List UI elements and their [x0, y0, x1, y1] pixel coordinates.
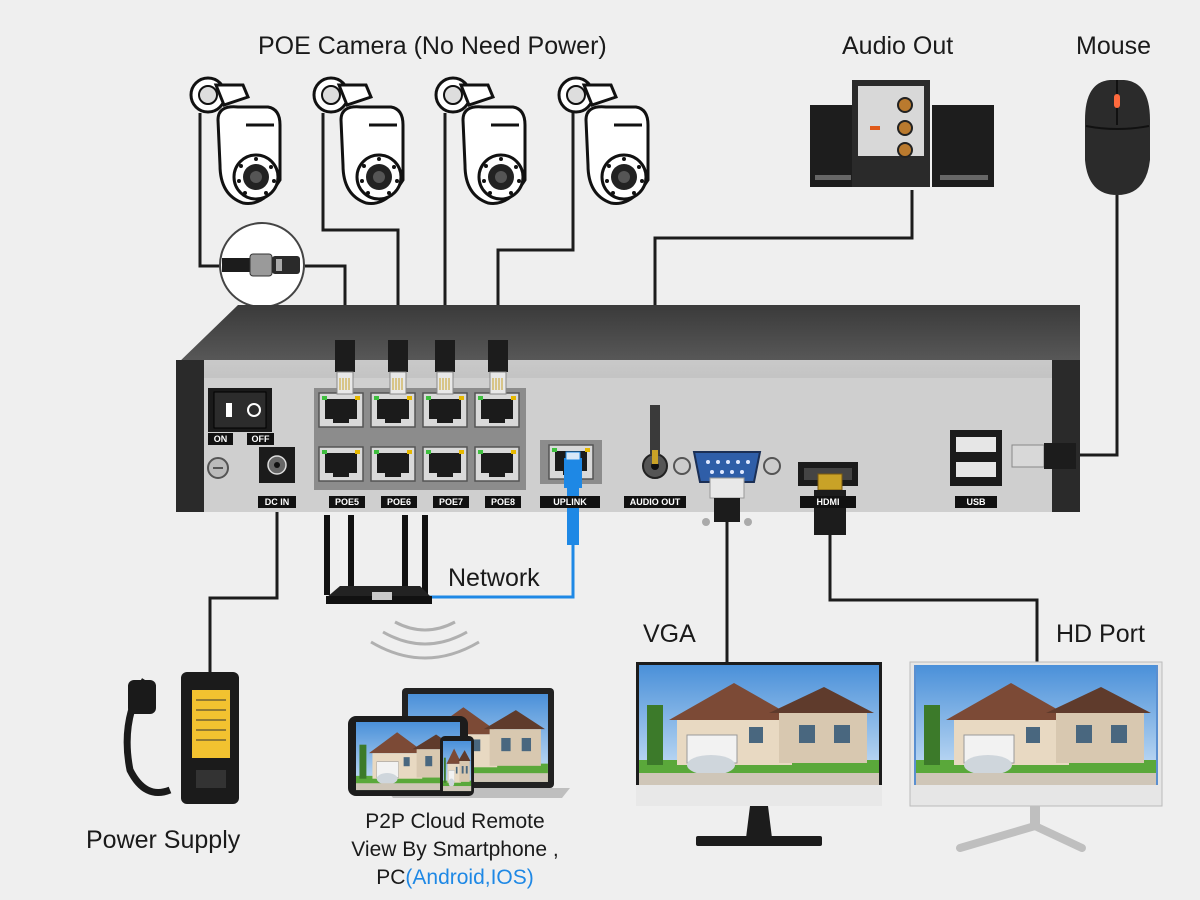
wifi-signal-icon	[370, 620, 480, 660]
ground-screw-icon	[207, 457, 229, 479]
p2p-line-1: P2P Cloud Remote	[365, 810, 545, 833]
poe-camera-label: POE Camera (No Need Power)	[258, 32, 607, 60]
poe-port-1	[318, 392, 364, 428]
vga-monitor-icon	[636, 662, 882, 846]
poe-port-block	[314, 388, 526, 490]
nvr-device	[176, 305, 1080, 512]
hd-port-label: HD Port	[1056, 620, 1145, 648]
hd-monitor-icon	[909, 661, 1163, 852]
smartphone-icon	[440, 736, 474, 796]
vga-port-icon	[673, 451, 781, 483]
label-poe6: POE6	[387, 497, 411, 507]
label-on: ON	[214, 434, 228, 444]
network-label: Network	[448, 564, 540, 592]
mouse-label: Mouse	[1076, 32, 1152, 60]
label-off: OFF	[252, 434, 270, 444]
label-uplink: UPLINK	[553, 497, 587, 507]
poe-port-3	[422, 392, 468, 428]
poe-camera-3	[434, 76, 527, 206]
p2p-line-3: PC(Android,IOS)	[330, 864, 580, 892]
mouse-icon	[1085, 80, 1150, 195]
mouse-cable	[1075, 195, 1119, 457]
speaker-icon	[810, 80, 994, 187]
poe-camera-2	[312, 76, 405, 206]
audio-out-label: Audio Out	[842, 32, 954, 60]
poe-port-5	[318, 446, 364, 482]
vga-plug-icon	[702, 477, 752, 526]
connector-zoom-icon	[219, 222, 305, 308]
poe-port-7	[422, 446, 468, 482]
p2p-label: P2P Cloud Remote View By Smartphone , PC…	[330, 808, 580, 892]
power-switch-icon	[208, 388, 272, 432]
label-audio-out: AUDIO OUT	[630, 497, 681, 507]
label-usb: USB	[966, 497, 986, 507]
p2p-line-2: View By Smartphone ,	[351, 838, 559, 861]
poe-port-4	[474, 392, 520, 428]
label-hdmi: HDMI	[817, 497, 840, 507]
dc-input-port-icon	[259, 447, 295, 483]
label-poe5: POE5	[335, 497, 359, 507]
usb-port-icon	[950, 430, 1002, 486]
network-cable	[415, 545, 575, 599]
power-adapter-icon	[123, 672, 239, 804]
label-poe7: POE7	[439, 497, 463, 507]
vga-label: VGA	[643, 620, 696, 648]
p2p-pc: PC	[376, 866, 406, 889]
label-dc: DC IN	[265, 497, 290, 507]
poe-port-2	[370, 392, 416, 428]
label-poe8: POE8	[491, 497, 515, 507]
port-labels: ON OFF DC IN POE5 POE6 POE7 POE8 UPLINK …	[208, 433, 997, 508]
usb-plug-icon	[1011, 443, 1076, 469]
camera-cables	[198, 113, 575, 330]
audio-out-port-icon	[642, 405, 668, 479]
hdmi-cable	[828, 535, 1039, 664]
p2p-platforms: (Android,IOS)	[405, 866, 534, 889]
poe-camera-1	[189, 76, 282, 206]
poe-port-6	[370, 446, 416, 482]
power-supply-label: Power Supply	[86, 826, 241, 854]
router-icon	[324, 515, 432, 604]
power-cable	[208, 500, 279, 672]
poe-port-8	[474, 446, 520, 482]
